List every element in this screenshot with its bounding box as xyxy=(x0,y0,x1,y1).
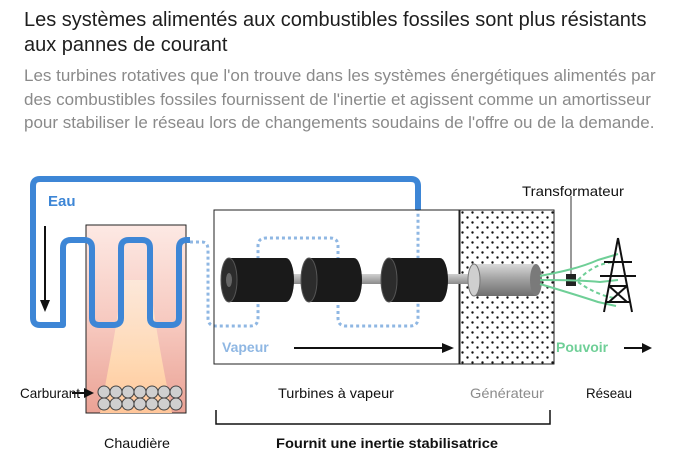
power-lines xyxy=(539,253,619,307)
turbine-2 xyxy=(300,257,362,303)
generator-label: Générateur xyxy=(470,385,544,401)
steam-pipe xyxy=(190,210,420,328)
fuel-pile xyxy=(97,385,183,411)
water-down-arrow xyxy=(40,226,50,312)
turbine-3 xyxy=(380,257,448,303)
boiler xyxy=(85,224,187,414)
steam-arrow xyxy=(294,343,454,353)
fuel-arrow xyxy=(72,388,94,398)
power-label: Pouvoir xyxy=(556,339,609,355)
turbines-label: Turbines à vapeur xyxy=(278,385,394,401)
water-label: Eau xyxy=(48,193,76,210)
page-subtitle: Les turbines rotatives que l'on trouve d… xyxy=(24,66,656,132)
boiler-label: Chaudière xyxy=(104,435,170,451)
turbine-1 xyxy=(220,257,294,303)
water-pipe xyxy=(30,176,421,328)
transformer-label: Transformateur xyxy=(522,183,624,199)
page-title: Les systèmes alimentés aux combustibles … xyxy=(24,9,647,56)
inertia-label: Fournit une inertie stabilisatrice xyxy=(276,435,498,451)
power-arrow xyxy=(624,343,652,353)
transmission-tower-icon xyxy=(600,237,636,313)
steam-label: Vapeur xyxy=(222,339,269,355)
generator xyxy=(467,263,542,297)
inertia-bracket xyxy=(215,410,551,425)
fuel-label: Carburant xyxy=(20,385,80,401)
grid-label: Réseau xyxy=(586,385,632,401)
